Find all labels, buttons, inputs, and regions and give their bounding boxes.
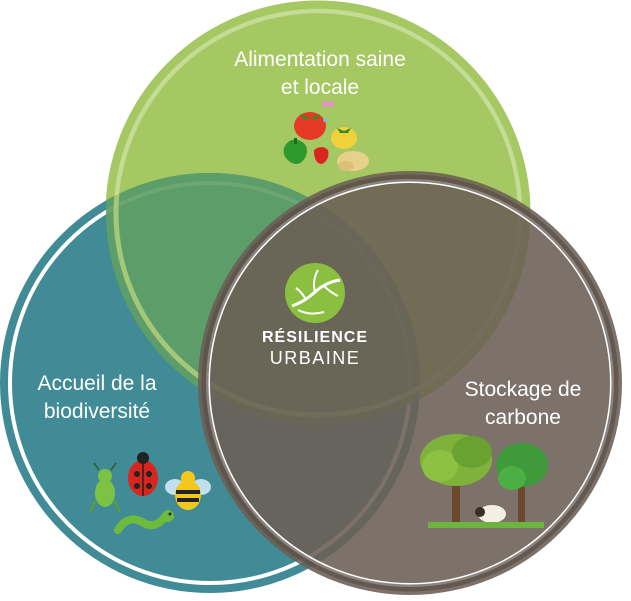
butterfly-icon [322,101,334,107]
label-biodiversite-line1: Accueil de la [37,372,157,395]
center-title-line2: URBAINE [269,348,361,368]
potato-icon [337,151,369,171]
label-biodiversite-line2: biodiversité [43,400,151,423]
label-carbone-line2: carbone [485,406,561,429]
label-alimentation-line2: et locale [280,76,360,99]
pepper-icon [283,138,307,164]
grass-strip [428,522,544,528]
grasshopper-icon [89,462,121,513]
bee-icon [165,471,211,510]
leaf-badge-icon [285,263,345,323]
label-biodiversite: Accueil de la biodiversité [12,370,182,426]
center-title-line1: RÉSILIENCE [261,329,368,346]
center-logo: RÉSILIENCE URBAINE [240,262,390,372]
ladybug-icon [128,452,158,496]
food-icons [283,101,369,171]
label-carbone: Stockage de carbone [448,376,598,432]
tree-icon [420,434,492,526]
sheep-icon [475,505,506,523]
tomato-icon [294,112,326,140]
bug-icons [89,452,211,534]
label-alimentation-line1: Alimentation saine [234,48,406,71]
caterpillar-icon [114,510,174,534]
yellow-tomato-icon [331,127,357,149]
tree-icon-2 [496,443,548,526]
label-carbone-line1: Stockage de [464,378,582,401]
tree-icons [420,434,548,528]
butterfly-icon-2 [323,118,327,122]
red-pepper-icon [314,147,329,164]
label-alimentation: Alimentation saine et locale [190,46,450,102]
